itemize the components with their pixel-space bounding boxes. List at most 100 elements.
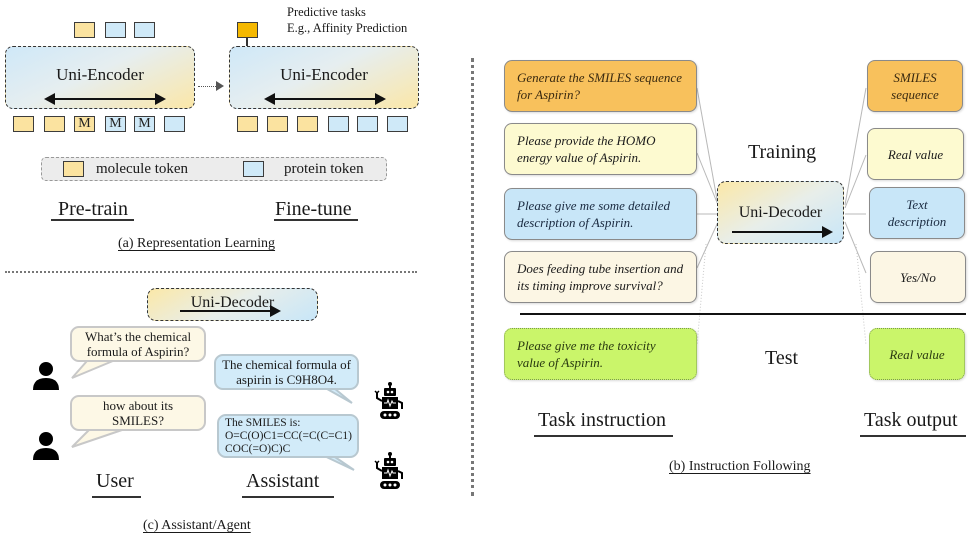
instruction-box-homo: Please provide the HOMO energy value of …: [504, 123, 697, 175]
task-instruction-label: Task instruction: [538, 409, 667, 431]
finetune-input-token: [267, 116, 288, 132]
instruction-text: Please provide the HOMO energy value of …: [517, 133, 656, 165]
assistant-underline: [242, 496, 334, 498]
train-test-divider: [520, 313, 966, 315]
connector-line: [696, 87, 719, 206]
assistant-message-text: The SMILES is: O=C(O)C1=CC(=C(C=C1) COC(…: [225, 417, 352, 456]
pretrain-input-token-masked: M: [105, 116, 126, 132]
caption-representation-learning: (a) Representation Learning: [118, 236, 276, 251]
connector-line: [844, 154, 867, 209]
vertical-separator: [471, 58, 474, 496]
pretrain-output-token-protein: [134, 22, 155, 38]
output-text: Real value: [887, 146, 944, 162]
user-message-text: how about its SMILES?: [102, 398, 174, 428]
legend-protein-swatch: [243, 161, 264, 177]
pretrain-output-token-protein: [105, 22, 126, 38]
user-message-bubble: What’s the chemical formula of Aspirin?: [70, 326, 206, 362]
affinity-prediction-line: E.g., Affinity Prediction: [287, 21, 408, 35]
pretrain-uni-encoder: Uni-Encoder: [5, 46, 195, 109]
test-output-box: Real value: [869, 328, 965, 380]
output-text: Yes/No: [900, 269, 936, 285]
pretrain-input-token-masked: M: [134, 116, 155, 132]
finetune-output-token: [237, 22, 258, 38]
output-connector: [246, 38, 248, 46]
test-instruction-box: Please give me the toxicity value of Asp…: [504, 328, 697, 380]
robot-icon: [374, 452, 403, 489]
output-text: Real value: [889, 346, 945, 362]
connector-line: [844, 87, 867, 206]
instruction-box-description: Please give me some detailed description…: [504, 188, 697, 240]
pretrain-underline: [51, 219, 134, 221]
caption-assistant-agent: (c) Assistant/Agent: [143, 518, 251, 533]
test-connector-line: [696, 243, 707, 346]
bidirectional-arrow: [264, 93, 386, 105]
test-connector-line: [855, 243, 867, 346]
pretrain-input-token: [164, 116, 185, 132]
user-message-text: What’s the chemical formula of Aspirin?: [84, 329, 192, 359]
pretrain-input-token: [13, 116, 34, 132]
pretrain-input-token-masked: M: [74, 116, 95, 132]
finetune-input-token: [387, 116, 408, 132]
forward-arrow: [732, 226, 833, 238]
assistant-message-bubble: The chemical formula of aspirin is C9H8O…: [214, 354, 359, 390]
predictive-tasks-line: Predictive tasks: [287, 5, 366, 19]
instruction-text: Generate the SMILES sequence for Aspirin…: [517, 70, 682, 102]
finetune-label: Fine-tune: [275, 198, 352, 220]
legend-protein-label: protein token: [284, 161, 364, 177]
caption-instruction-following: (b) Instruction Following: [669, 459, 811, 474]
user-label: User: [96, 470, 134, 492]
decoder-label: Uni-Decoder: [738, 204, 823, 221]
connector-line: [696, 152, 719, 206]
pretrain-label: Pre-train: [58, 198, 128, 220]
task-output-underline: [860, 435, 966, 437]
user-icon: [33, 362, 59, 390]
output-box-text-description: Text description: [869, 187, 965, 239]
finetune-input-token: [328, 116, 349, 132]
connector-line: [696, 221, 719, 269]
output-box-smiles: SMILES sequence: [867, 60, 963, 112]
pretrain-encoder-label: Uni-Encoder: [56, 65, 144, 84]
finetune-input-token: [357, 116, 378, 132]
transfer-arrow-head: [216, 81, 224, 91]
uni-decoder-small: Uni-Decoder: [147, 288, 318, 321]
user-message-bubble: how about its SMILES?: [70, 395, 206, 431]
finetune-underline: [274, 219, 358, 221]
user-underline: [92, 496, 141, 498]
task-instruction-underline: [534, 435, 673, 437]
output-box-yesno: Yes/No: [870, 251, 966, 303]
user-icon: [33, 432, 59, 460]
predictive-tasks-note: Predictive tasks E.g., Affinity Predicti…: [287, 4, 407, 36]
instruction-text: Does feeding tube insertion and its timi…: [517, 261, 684, 293]
smiles-intro: The SMILES is:: [225, 416, 301, 429]
output-box-real-value: Real value: [867, 128, 964, 180]
transfer-arrow-line: [198, 86, 216, 87]
instruction-box-yesno: Does feeding tube insertion and its timi…: [504, 251, 697, 303]
finetune-input-token: [297, 116, 318, 132]
smiles-line: COC(=O)C)C: [225, 442, 291, 455]
finetune-input-token: [237, 116, 258, 132]
instruction-text: Please give me the toxicity value of Asp…: [517, 338, 656, 370]
assistant-label: Assistant: [246, 470, 320, 492]
connector-line: [844, 221, 867, 274]
legend-molecule-label: molecule token: [96, 161, 189, 177]
bidirectional-arrow: [44, 93, 166, 105]
test-label: Test: [765, 347, 799, 369]
legend-molecule-swatch: [63, 161, 84, 177]
pretrain-input-token: [44, 116, 65, 132]
horizontal-separator: [5, 271, 417, 273]
decoder-label: Uni-Decoder: [190, 294, 275, 311]
smiles-line: O=C(O)C1=CC(=C(C=C1): [225, 429, 352, 442]
output-text: SMILES sequence: [891, 70, 939, 102]
training-label: Training: [748, 141, 817, 163]
output-text: Text description: [887, 197, 947, 229]
robot-icon: [374, 382, 403, 419]
instruction-text: Please give me some detailed description…: [517, 198, 671, 230]
finetune-uni-encoder: Uni-Encoder: [229, 46, 419, 109]
token-legend: [41, 157, 387, 181]
finetune-encoder-label: Uni-Encoder: [280, 65, 368, 84]
pretrain-output-token-molecule: [74, 22, 95, 38]
assistant-message-bubble: The SMILES is: O=C(O)C1=CC(=C(C=C1) COC(…: [217, 414, 359, 458]
instruction-box-smiles: Generate the SMILES sequence for Aspirin…: [504, 60, 697, 112]
uni-decoder-large: Uni-Decoder: [717, 181, 844, 244]
